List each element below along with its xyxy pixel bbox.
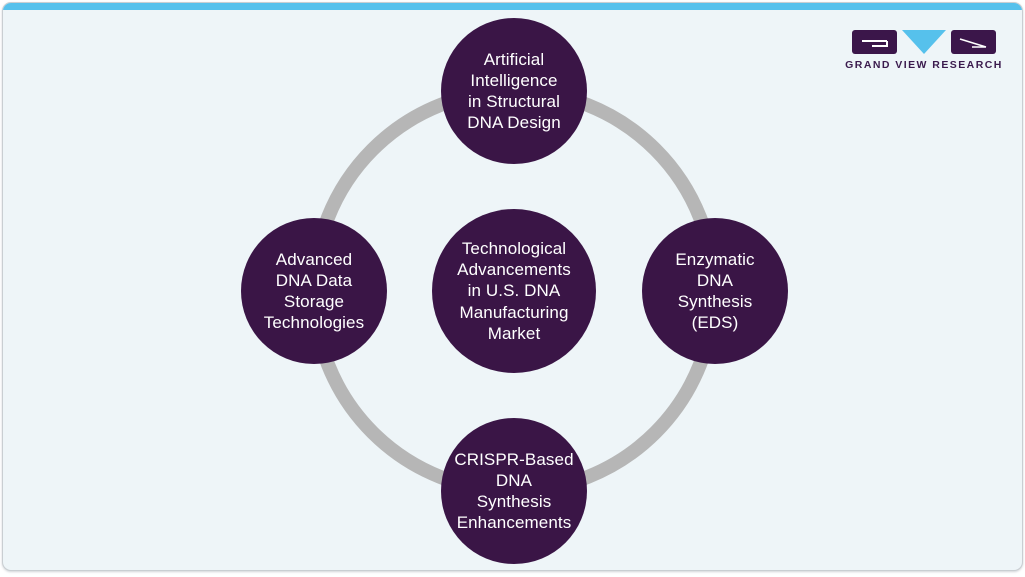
node-label: CRISPR-Based DNA Synthesis Enhancements: [454, 449, 574, 533]
node-label: Artificial Intelligence in Structural DN…: [467, 49, 561, 133]
brand-name: GRAND VIEW RESEARCH: [845, 59, 1003, 71]
node-enzymatic-dna-synthesis: Enzymatic DNA Synthesis (EDS): [642, 218, 788, 364]
hub-spoke-diagram: Artificial Intelligence in Structural DN…: [3, 3, 1022, 570]
brand-logo: GRAND VIEW RESEARCH: [845, 30, 1001, 71]
center-node-label: Technological Advancements in U.S. DNA M…: [457, 239, 571, 343]
node-label: Enzymatic DNA Synthesis (EDS): [675, 249, 755, 333]
center-node-market-title: Technological Advancements in U.S. DNA M…: [432, 209, 596, 373]
logo-g-glyph: [862, 40, 888, 47]
logo-r-glyph: [959, 38, 987, 48]
top-accent-bar: [3, 3, 1022, 10]
node-crispr-based-synthesis: CRISPR-Based DNA Synthesis Enhancements: [441, 418, 587, 564]
node-label: Advanced DNA Data Storage Technologies: [263, 249, 365, 333]
node-advanced-dna-storage: Advanced DNA Data Storage Technologies: [241, 218, 387, 364]
node-artificial-intelligence: Artificial Intelligence in Structural DN…: [441, 18, 587, 164]
gvr-logo-icon: [852, 30, 996, 54]
logo-v-triangle: [902, 30, 946, 54]
logo-r-block: [951, 30, 996, 54]
